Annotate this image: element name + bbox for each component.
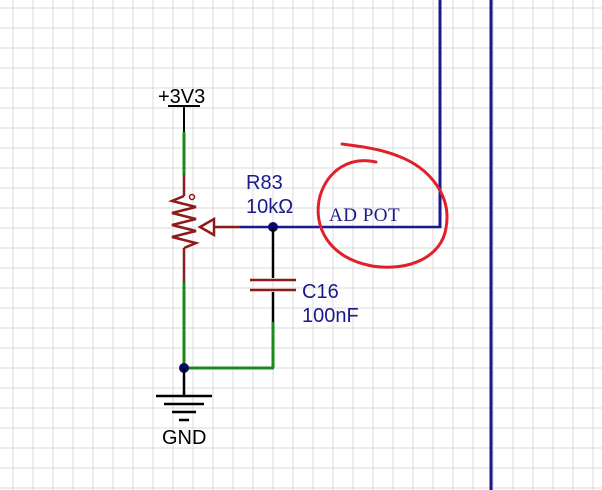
annotation-circle <box>316 142 449 269</box>
power-supply-symbol[interactable] <box>168 105 200 132</box>
ground-label: GND <box>162 427 206 449</box>
supply-label: +3V3 <box>158 86 205 108</box>
potentiometer-symbol[interactable] <box>168 175 240 282</box>
resistor-value: 10kΩ <box>246 196 293 218</box>
capacitor-symbol[interactable] <box>250 278 296 292</box>
capacitor-designator: C16 <box>302 281 339 303</box>
resistor-designator: R83 <box>246 172 283 194</box>
capacitor-value: 100nF <box>302 305 359 327</box>
ground-symbol[interactable] <box>156 368 212 422</box>
net-label[interactable]: AD POT <box>329 205 400 226</box>
